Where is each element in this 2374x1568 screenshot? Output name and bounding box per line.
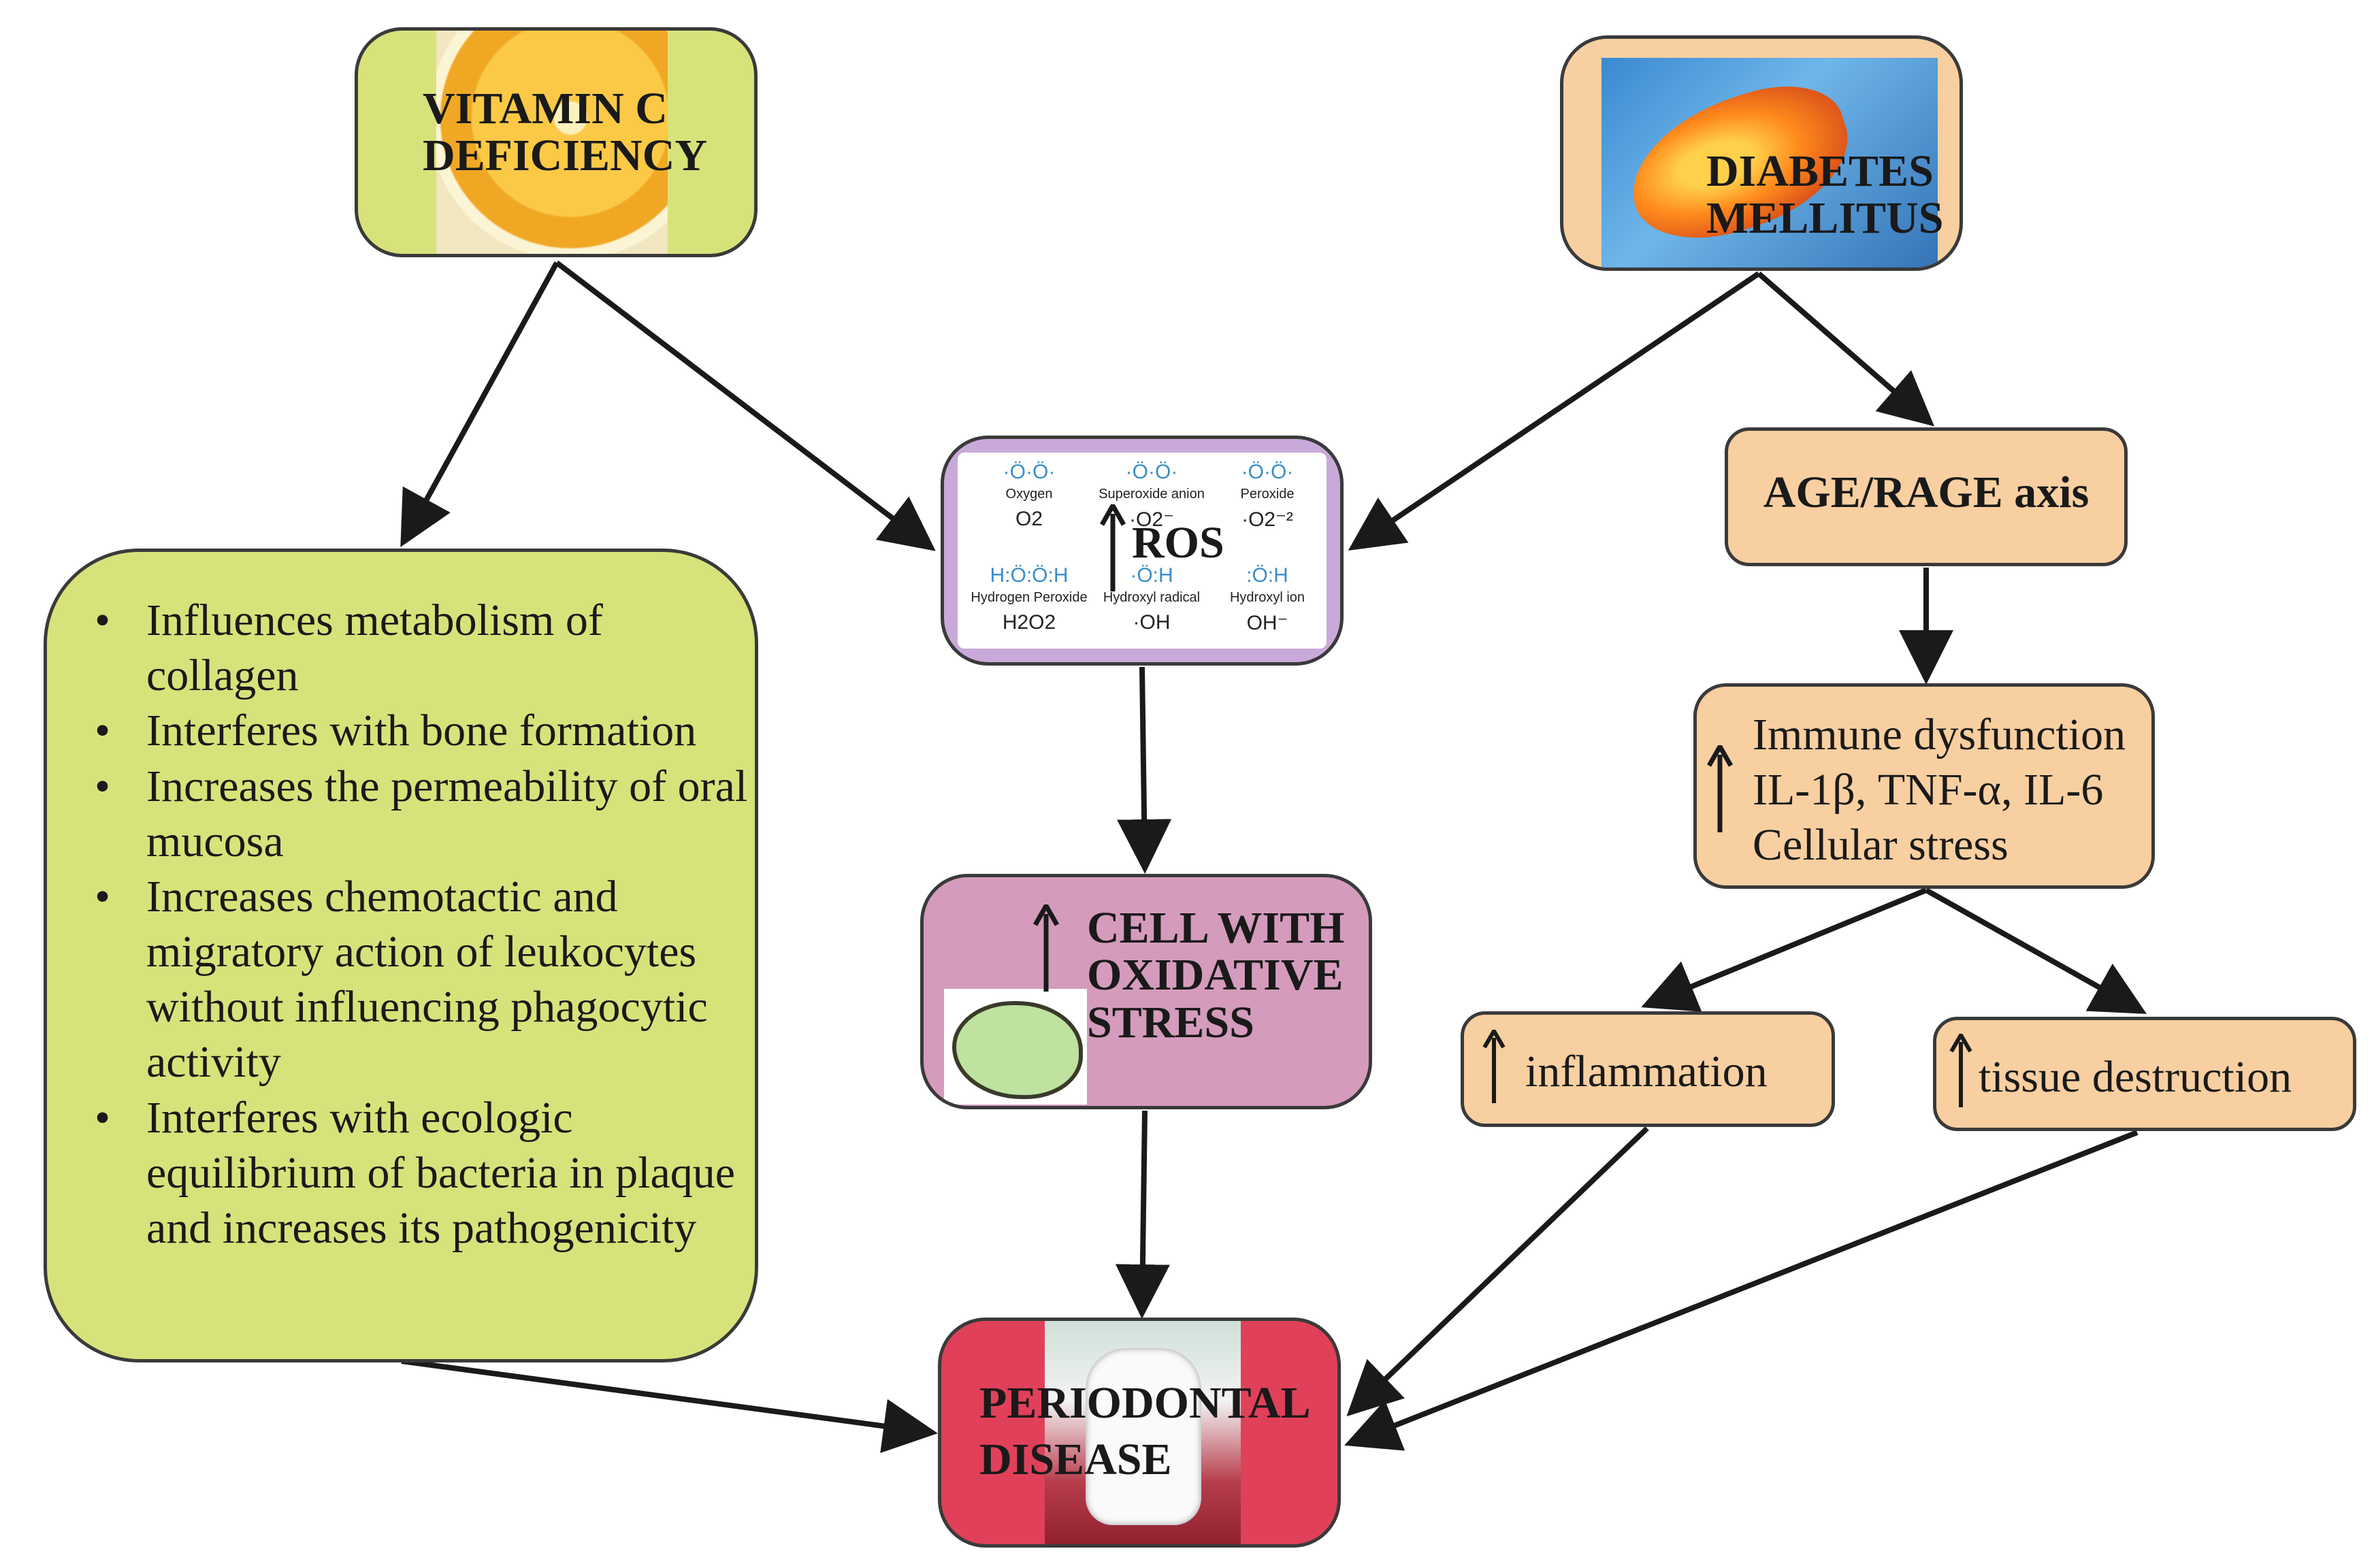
immune-dysfunction-node: Immune dysfunction IL-1β, TNF-α, IL-6 Ce…: [1693, 683, 2155, 889]
tissue-destruction-label: tissue destruction: [1979, 1052, 2292, 1102]
diabetes-mellitus-node: DIABETES MELLITUS: [1560, 35, 1963, 271]
tissue-destruction-node: tissue destruction: [1933, 1017, 2356, 1131]
age-rage-axis-node: AGE/RAGE axis: [1725, 427, 2128, 566]
immune-text: Immune dysfunction IL-1β, TNF-α, IL-6 Ce…: [1753, 710, 2126, 870]
orange-slice-image: [436, 31, 668, 254]
increase-arrow-icon: [1482, 1030, 1506, 1103]
species-superoxide: ·Ö·Ö· Superoxide anion ·O2⁻: [1099, 461, 1205, 532]
list-item: •Increases chemotactic and migratory act…: [95, 871, 708, 1088]
list-item: •Interferes with bone formation: [95, 706, 697, 756]
species-peroxide: ·Ö·Ö· Peroxide ·O2⁻²: [1240, 461, 1295, 532]
arrow-cell-stress-to-periodontal: [1115, 1110, 1170, 1319]
vitamin-c-title: VITAMIN C DEFICIENCY: [423, 84, 708, 181]
periodontal-disease-node: PERIODONTAL DISEASE: [938, 1318, 1341, 1548]
diabetes-title: DIABETES MELLITUS: [1706, 146, 1944, 244]
ros-species-panel: ·Ö·Ö· Oxygen O2 ·Ö·Ö· Superoxide anion ·…: [958, 453, 1327, 649]
species-hydroxyl-radical: ·Ö:H Hydroxyl radical ·OH: [1103, 564, 1201, 634]
arrow-immune-to-inflammation: [1641, 887, 1928, 1012]
arrow-effects-to-periodontal: [401, 1358, 938, 1454]
ros-node: ·Ö·Ö· Oxygen O2 ·Ö·Ö· Superoxide anion ·…: [941, 436, 1344, 666]
arrow-ros-to-cell-stress: [1117, 666, 1172, 874]
increase-arrow-icon: [1949, 1034, 1972, 1107]
arrow-diabetes-to-ros: [1348, 271, 1761, 551]
arrow-vitamin-c-to-effects: [400, 261, 559, 548]
increase-arrow-icon: [1706, 745, 1734, 832]
list-item: •Increases the permeability of oral muco…: [95, 761, 748, 866]
list-item: •Interferes with ecologic equilibrium of…: [95, 1092, 736, 1253]
increase-arrow-icon: [1099, 504, 1126, 591]
arrow-diabetes-to-age-rage: [1757, 271, 1935, 427]
effects-list: •Influences metabolism of collagen •Inte…: [95, 593, 748, 1256]
arrow-tissue-to-periodontal: [1344, 1130, 2139, 1451]
periodontal-title: PERIODONTAL DISEASE: [979, 1378, 1311, 1484]
species-hydroxyl-ion: :Ö:H Hydroxyl ion OH⁻: [1229, 564, 1305, 635]
arrow-immune-to-tissue: [1925, 887, 2147, 1014]
species-hydrogen-peroxide: H:Ö:Ö:H Hydrogen Peroxide H2O2: [971, 564, 1088, 634]
arrow-inflammation-to-periodontal: [1346, 1126, 1649, 1417]
list-item: •Influences metabolism of collagen: [95, 595, 603, 701]
vitamin-c-deficiency-node: VITAMIN C DEFICIENCY: [355, 27, 758, 257]
species-oxygen: ·Ö·Ö· Oxygen O2: [1003, 461, 1056, 531]
cell-stress-title: CELL WITH OXIDATIVE STRESS: [1087, 903, 1345, 1047]
tooth-image: [1045, 1321, 1241, 1544]
ros-title: ROS: [1132, 518, 1224, 568]
cell-oxidative-stress-node: CELL WITH OXIDATIVE STRESS: [920, 874, 1372, 1109]
stressed-cell-image: [944, 989, 1087, 1105]
inflammation-node: inflammation: [1461, 1011, 1835, 1127]
age-rage-title: AGE/RAGE axis: [1763, 468, 2090, 517]
vitamin-c-effects-node: •Influences metabolism of collagen •Inte…: [44, 549, 758, 1362]
pancreas-image: [1601, 58, 1938, 267]
inflammation-label: inflammation: [1525, 1047, 1768, 1096]
increase-arrow-icon: [1032, 904, 1060, 992]
arrow-vitamin-c-to-ros: [555, 260, 936, 551]
